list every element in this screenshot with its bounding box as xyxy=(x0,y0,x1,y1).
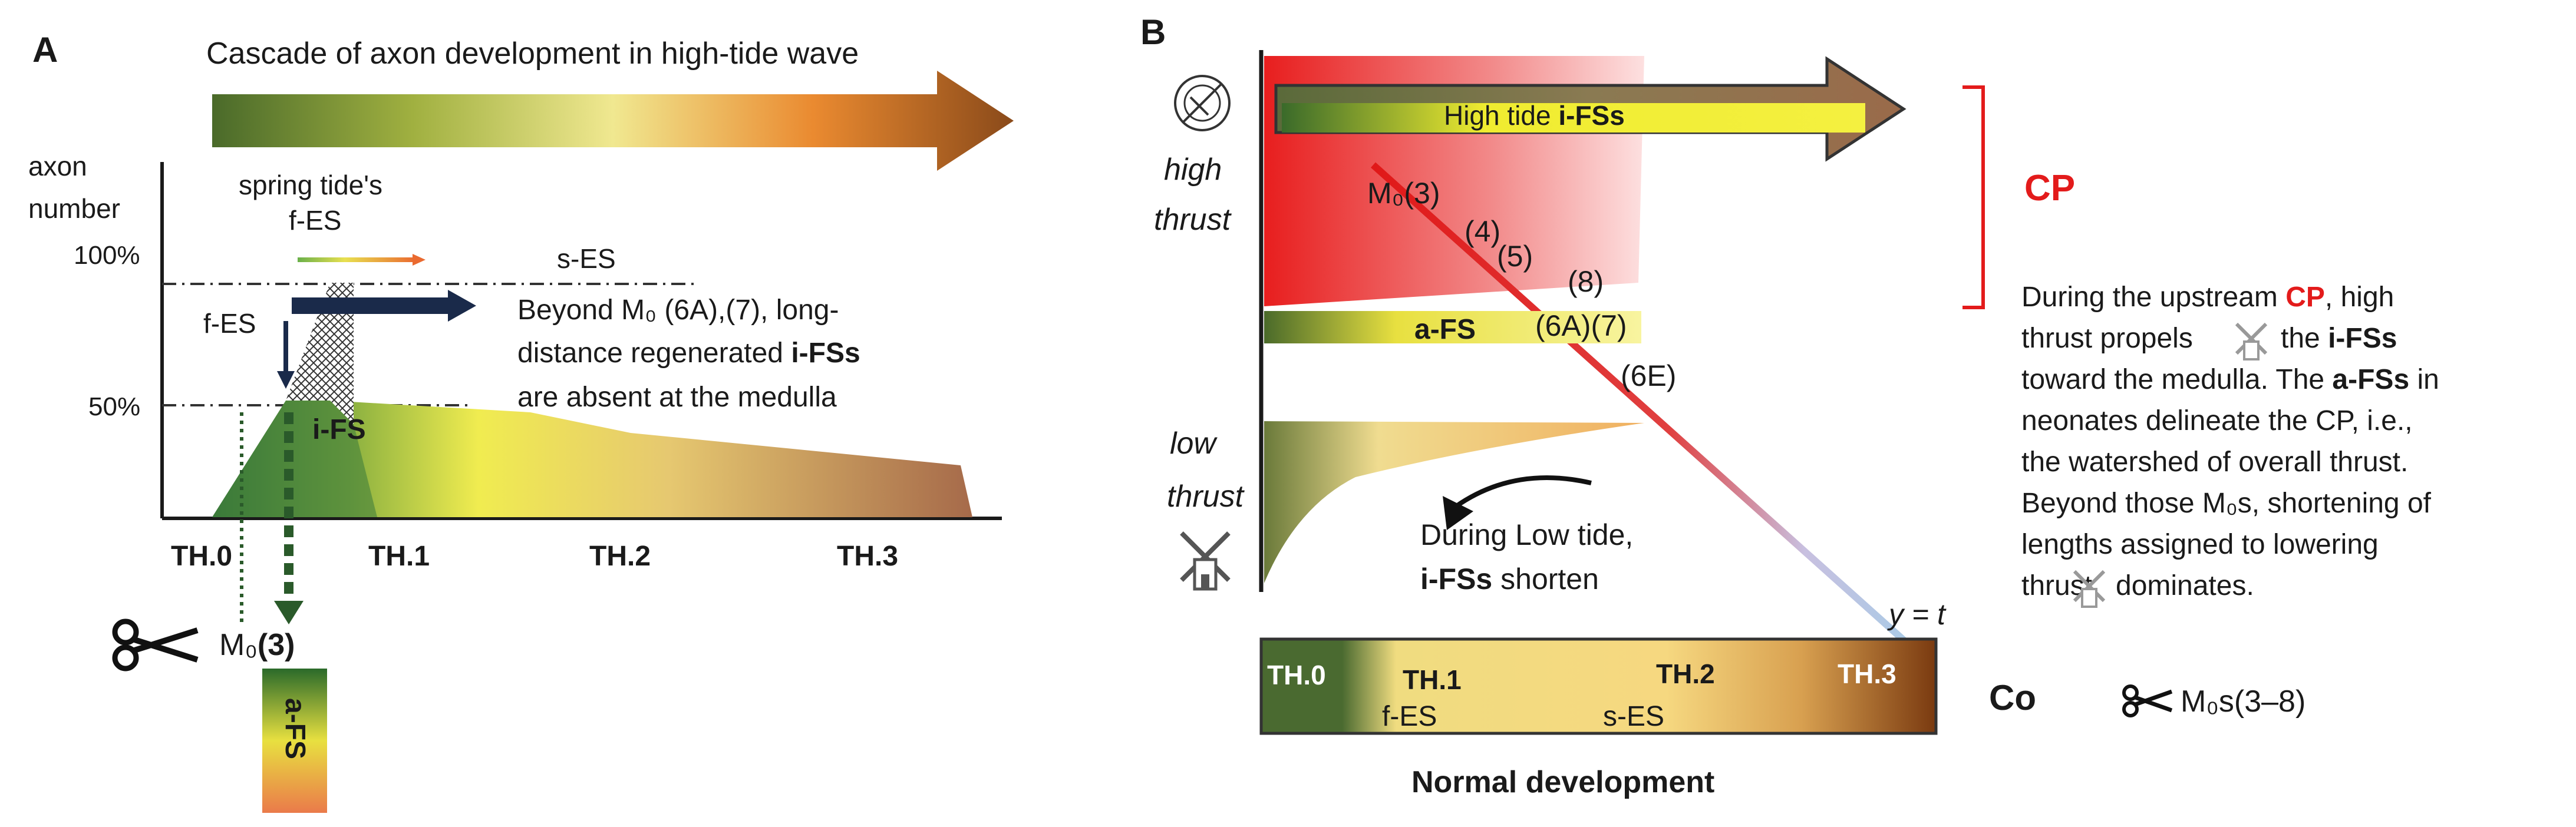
cp-bracket xyxy=(1962,85,1985,309)
i-fs-label: i-FS xyxy=(312,414,366,445)
high-thrust-label: thrust xyxy=(1154,203,1232,237)
desc-line-7: lengths assigned to lowering xyxy=(2021,529,2379,560)
spring-tide-label: spring tide's xyxy=(239,170,382,200)
a-fs-bar-b xyxy=(1264,311,1641,343)
co-label: Co xyxy=(1989,678,2036,717)
spring-tide-arrow xyxy=(298,257,415,262)
normal-development-bar xyxy=(1259,637,1938,735)
bar-th3: TH.3 xyxy=(1838,659,1896,689)
desc-line-2b: the i-FSs xyxy=(2281,323,2397,354)
i-fs-area xyxy=(212,401,972,517)
y-tick-100: 100% xyxy=(74,241,140,270)
th3-label: TH.3 xyxy=(837,541,898,572)
low-tide-line-1: During Low tide, xyxy=(1420,518,1633,551)
low-tide-curved-arrow xyxy=(1454,475,1592,509)
scissors-icon-b xyxy=(2122,684,2173,717)
bar-fes: f-ES xyxy=(1382,701,1437,732)
beyond-line-2: distance regenerated i-FSs xyxy=(517,338,860,369)
high-label: high xyxy=(1164,153,1222,187)
f-es-label: f-ES xyxy=(203,308,256,339)
beyond-arrow xyxy=(292,297,451,314)
desc-windmill-icon-1 xyxy=(2235,322,2268,360)
high-tide-arrow xyxy=(1274,56,1907,162)
th0-label: TH.0 xyxy=(171,541,232,572)
desc-line-8b: dominates. xyxy=(2116,570,2254,601)
m0-3-label-a: M₀(3) xyxy=(219,628,295,662)
m0-6a7-label: (6A)(7) xyxy=(1535,309,1627,342)
a-fs-label-b: a-FS xyxy=(1414,314,1476,345)
low-tide-line-2: i-FSs shorten xyxy=(1420,563,1599,596)
cascade-arrow xyxy=(212,71,1014,171)
i-fs-dark-peak xyxy=(212,401,377,517)
bar-ses: s-ES xyxy=(1603,701,1664,732)
beyond-line-1: Beyond M₀ (6A),(7), long- xyxy=(517,295,839,326)
m0-6e-label: (6E) xyxy=(1621,359,1676,392)
y-equals-t-line xyxy=(1370,162,1915,651)
desc-line-5: the watershed of overall thrust. xyxy=(2021,446,2408,478)
low-thrust-windmill-icon xyxy=(1180,531,1231,591)
panel-a-label: A xyxy=(32,30,58,70)
high-tide-label: High tide i-FSs xyxy=(1444,100,1625,131)
m0-8-label: (8) xyxy=(1568,265,1604,298)
y-axis-label-1: axon xyxy=(28,151,87,181)
low-label: low xyxy=(1170,426,1218,461)
bar-th1: TH.1 xyxy=(1403,664,1462,695)
bar-th0: TH.0 xyxy=(1267,660,1326,690)
th1-label: TH.1 xyxy=(368,541,430,572)
normal-development-label: Normal development xyxy=(1411,765,1714,799)
bar-th2: TH.2 xyxy=(1656,659,1715,689)
y-axis-label-2: number xyxy=(28,193,120,224)
desc-line-1: During the upstream CP, high xyxy=(2021,282,2394,313)
m0-4-label: (4) xyxy=(1465,215,1500,248)
a-fs-box-a xyxy=(262,669,327,813)
m0-5-label: (5) xyxy=(1497,240,1533,273)
spring-tide-fes: f-ES xyxy=(289,205,341,236)
low-thrust-label: thrust xyxy=(1167,479,1245,514)
desc-windmill-icon-2 xyxy=(2073,570,2106,608)
th2-label: TH.2 xyxy=(589,541,651,572)
desc-line-4: neonates delineate the CP, i.e., xyxy=(2021,405,2413,436)
hatch-region xyxy=(286,283,354,424)
desc-line-6: Beyond those M₀s, shortening of xyxy=(2021,488,2432,519)
y-equals-t-label: y = t xyxy=(1887,598,1947,631)
desc-line-3: toward the medulla. The a-FSs in xyxy=(2021,364,2439,395)
scissors-icon xyxy=(112,618,199,671)
y-tick-50: 50% xyxy=(88,392,140,421)
a-fs-box-label: a-FS xyxy=(279,698,311,759)
description-text: During the upstream CP, high thrust prop… xyxy=(2021,282,2439,601)
beyond-line-3: are absent at the medulla xyxy=(517,382,837,413)
s-es-label: s-ES xyxy=(557,243,616,274)
high-thrust-wind-icon xyxy=(1174,75,1231,131)
cp-label: CP xyxy=(2024,168,2075,209)
cascade-title: Cascade of axon development in high-tide… xyxy=(206,37,859,71)
m0s-3-8-label: M₀s(3–8) xyxy=(2181,684,2305,719)
panel-b-label: B xyxy=(1140,12,1166,52)
desc-line-2: thrust propels xyxy=(2021,323,2193,354)
m0-3-label: M₀(3) xyxy=(1367,177,1440,210)
low-thrust-curve xyxy=(1264,421,1644,583)
